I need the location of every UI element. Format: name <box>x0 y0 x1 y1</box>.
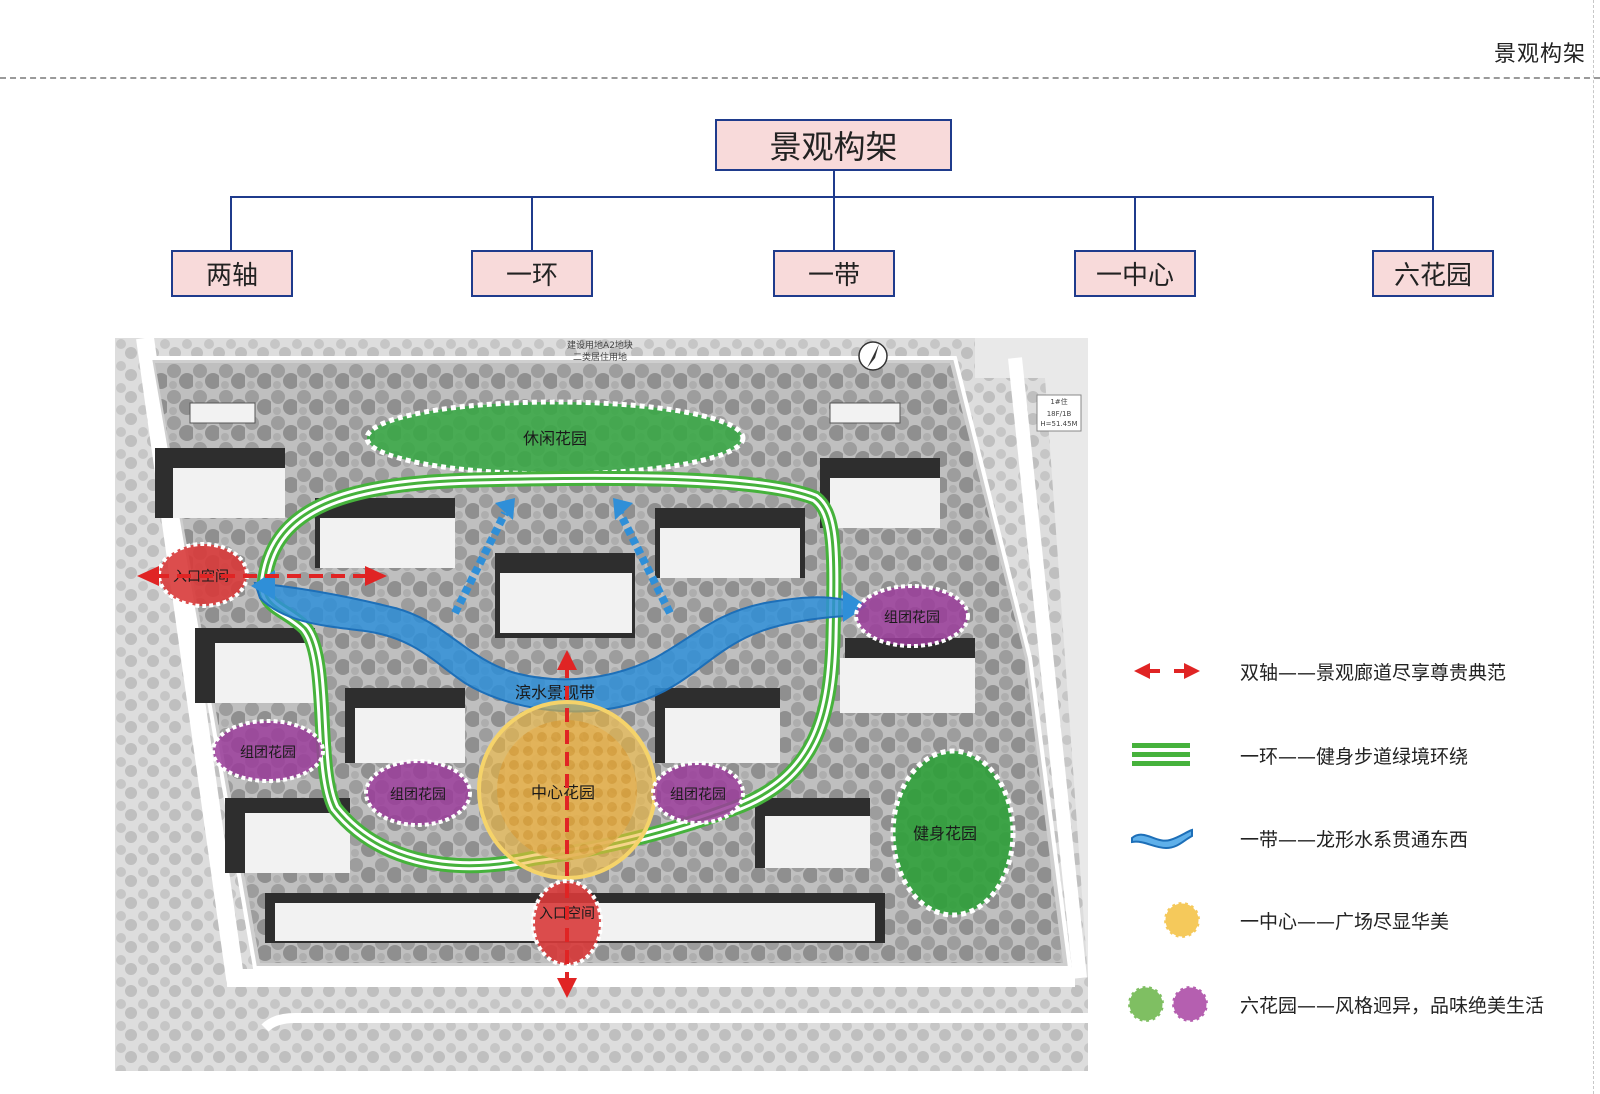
landscape-axis-vertical <box>557 650 577 998</box>
yellow-gear-circle-icon <box>1120 900 1240 940</box>
legend-item-center: 一中心——广场尽显华美 <box>1120 900 1449 940</box>
cluster-garden-west-label: 组团花园 <box>240 745 296 761</box>
page-title: 景观构架 <box>1493 42 1586 67</box>
view-arrows <box>451 511 674 615</box>
blue-wave-icon <box>1120 818 1240 858</box>
central-garden-circle: 中心花园 <box>477 700 657 880</box>
leisure-garden-label: 休闲花园 <box>523 429 587 448</box>
site-plan: 建设用地A2地块 二类居住用地 1#住 18F/1B H=51.45M 休闲花园… <box>115 338 1088 1071</box>
plan-buildings <box>155 402 975 943</box>
legend-label-ring: 一环——健身步道绿境环绕 <box>1240 745 1469 768</box>
legend-label-gardens: 六花园——风格迥异，品味绝美生活 <box>1240 994 1545 1017</box>
plan-road-bottom <box>261 1013 1088 1032</box>
cluster-garden-east-label: 组团花园 <box>884 610 940 626</box>
central-garden-label: 中心花园 <box>531 783 595 802</box>
tree-child-one-belt: 一带 <box>773 250 895 297</box>
right-edge-divider <box>1593 0 1594 1094</box>
plan-top-note-line2: 二类居住用地 <box>573 351 627 363</box>
root-stem <box>833 171 835 197</box>
legend-label-axes: 双轴——景观廊道尽享尊贵典范 <box>1240 661 1507 684</box>
plan-road-east <box>1008 357 1087 979</box>
branch-stem-3 <box>833 196 835 250</box>
cluster-garden-center-left: 组团花园 <box>364 759 472 827</box>
site-plan-svg: 建设用地A2地块 二类居住用地 1#住 18F/1B H=51.45M 休闲花园… <box>115 338 1088 1071</box>
legend-item-gardens: 六花园——风格迥异，品味绝美生活 <box>1120 984 1544 1024</box>
tree-child-two-axes: 两轴 <box>171 250 293 297</box>
north-arrow-icon <box>858 341 888 371</box>
cluster-garden-center-right-label: 组团花园 <box>670 787 726 803</box>
header-divider <box>0 77 1600 79</box>
legend-label-center: 一中心——广场尽显华美 <box>1240 910 1450 933</box>
legend-label-belt: 一带——龙形水系贯通东西 <box>1240 828 1469 851</box>
red-double-arrow-icon <box>1120 651 1240 691</box>
branch-stem-4 <box>1134 196 1136 250</box>
waterfront-belt-label: 滨水景观带 <box>515 683 595 702</box>
water-arrow-head-east-icon <box>843 590 867 622</box>
cluster-garden-east: 组团花园 <box>854 584 970 648</box>
legend-item-belt: 一带——龙形水系贯通东西 <box>1120 818 1468 858</box>
tree-child-one-center: 一中心 <box>1074 250 1196 297</box>
view-arrow-head-right-icon <box>613 498 633 520</box>
tree-bus-line <box>230 196 1434 198</box>
legend-item-axes: 双轴——景观廊道尽享尊贵典范 <box>1120 651 1506 691</box>
tree-child-one-ring: 一环 <box>471 250 593 297</box>
plan-side-note-line3: H=51.45M <box>1040 420 1077 428</box>
branch-stem-2 <box>531 196 533 250</box>
plan-side-note-line2: 18F/1B <box>1047 410 1072 418</box>
plan-top-note-line1: 建设用地A2地块 <box>567 339 633 351</box>
tree-root-box: 景观构架 <box>715 119 952 171</box>
cluster-garden-center-left-label: 组团花园 <box>390 787 446 803</box>
fitness-garden-label: 健身花园 <box>913 824 977 843</box>
legend-item-ring: 一环——健身步道绿境环绕 <box>1120 735 1468 775</box>
leisure-garden-ellipse: 休闲花园 <box>364 399 746 477</box>
plan-side-note-box <box>1036 394 1082 432</box>
view-arrow-head-left-icon <box>495 498 515 520</box>
branch-stem-1 <box>230 196 232 250</box>
tree-child-six-gardens: 六花园 <box>1372 250 1494 297</box>
cluster-garden-west: 组团花园 <box>211 719 325 783</box>
plan-side-note-line1: 1#住 <box>1050 397 1067 406</box>
landscape-axis-horizontal <box>137 566 387 586</box>
cluster-garden-center-right: 组团花园 <box>651 761 745 825</box>
branch-stem-5 <box>1432 196 1434 250</box>
green-triple-stripe-icon <box>1120 735 1240 775</box>
fitness-garden-ellipse: 健身花园 <box>890 748 1016 918</box>
green-purple-gear-circles-icon <box>1120 984 1240 1024</box>
